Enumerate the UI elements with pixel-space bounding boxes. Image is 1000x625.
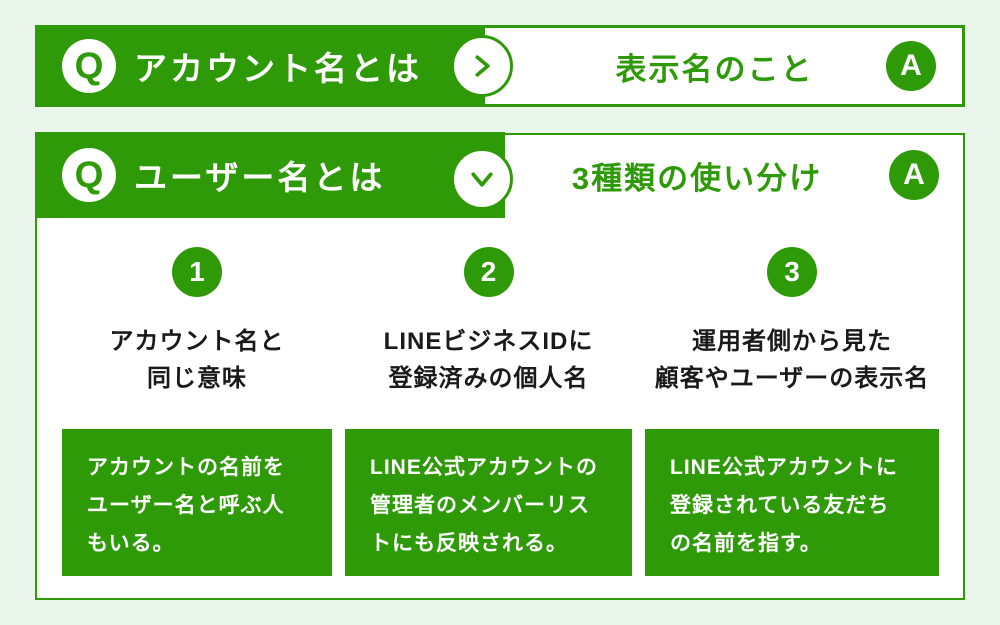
item-title: アカウント名と 同じ意味 xyxy=(109,328,285,392)
q-badge-letter: Q xyxy=(74,154,104,195)
a-badge-letter: A xyxy=(903,158,925,191)
item-title: LINEビジネスIDに 登録済みの個人名 xyxy=(383,328,594,392)
item-description-box: アカウントの名前を ユーザー名と呼ぶ人 もいる。 xyxy=(62,429,332,576)
item-title: 運用者側から見た 顧客やユーザーの表示名 xyxy=(654,328,930,392)
number-badge-3: 3 xyxy=(767,247,817,297)
number-badge-2: 2 xyxy=(463,247,514,297)
answer-text: 表示名のこと xyxy=(615,51,814,87)
answer-area: 3種類の使い分け A xyxy=(505,132,965,218)
usage-columns: 1 アカウント名と 同じ意味 アカウントの名前を ユーザー名と呼ぶ人 もいる。 … xyxy=(37,135,963,576)
number-text: 2 xyxy=(480,256,497,287)
q-badge-letter: Q xyxy=(74,45,104,86)
question-text: アカウント名とは xyxy=(134,50,422,87)
usage-item-3: 3 運用者側から見た 顧客やユーザーの表示名 LINE公式アカウントに 登録され… xyxy=(645,247,939,576)
number-text: 1 xyxy=(189,256,205,287)
item-description-box: LINE公式アカウントに 登録されている友だち の名前を指す。 xyxy=(645,429,939,576)
q-icon: Q xyxy=(62,148,116,202)
answer-area: 表示名のこと A xyxy=(482,25,965,107)
q-icon: Q xyxy=(62,39,116,93)
question-text: ユーザー名とは xyxy=(134,159,386,196)
item-description-box: LINE公式アカウントの 管理者のメンバーリス トにも反映される。 xyxy=(345,429,632,576)
number-badge-1: 1 xyxy=(172,247,222,297)
usage-item-2: 2 LINEビジネスIDに 登録済みの個人名 LINE公式アカウントの 管理者の… xyxy=(345,247,632,576)
user-name-section: Q ユーザー名とは 3種類の使い分け A 1 アカウント名と 同じ意味 アカウン… xyxy=(35,132,965,600)
question-header-user-name[interactable]: Q ユーザー名とは xyxy=(35,132,505,218)
chevron-right-icon[interactable] xyxy=(451,35,513,97)
a-icon: A xyxy=(886,41,936,91)
a-badge-letter: A xyxy=(900,49,922,82)
number-text: 3 xyxy=(784,256,800,287)
chevron-down-icon[interactable] xyxy=(451,148,513,210)
question-header-account-name: Q アカウント名とは xyxy=(35,25,482,107)
a-icon: A xyxy=(889,150,939,200)
qa-banner-account-name[interactable]: Q アカウント名とは 表示名のこと A xyxy=(35,25,965,107)
usage-item-1: 1 アカウント名と 同じ意味 アカウントの名前を ユーザー名と呼ぶ人 もいる。 xyxy=(62,247,332,576)
answer-text: 3種類の使い分け xyxy=(571,160,823,196)
